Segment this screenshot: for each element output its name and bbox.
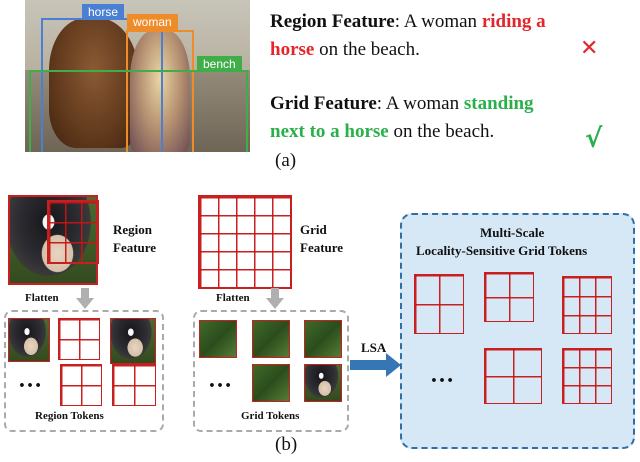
lsa-label: LSA	[361, 340, 387, 355]
region-feature-prefix: Region Feature	[270, 11, 395, 32]
region-token-3	[110, 318, 156, 364]
example-photo: horse woman bench	[25, 0, 250, 152]
grid-tokens-label: Grid Tokens	[241, 410, 300, 422]
grid-caption-highlight-2: next to a horse	[270, 121, 389, 142]
flatten-label-1: Flatten	[25, 292, 59, 304]
grid-tokens-container	[193, 310, 349, 432]
grid-feature-image	[198, 195, 292, 289]
multi-scale-title-1: Multi-Scale	[480, 225, 545, 240]
region-token-1	[8, 318, 50, 362]
bench-bbox-label: bench	[197, 56, 242, 72]
lsa-arrow	[350, 353, 401, 377]
region-token-4	[60, 364, 102, 406]
grid-tokens-ellipsis: …	[208, 367, 232, 393]
region-feature-label-2: Feature	[113, 240, 157, 255]
grid-feature-label-1: Grid	[300, 222, 327, 237]
grid-token-5	[304, 364, 342, 402]
bench-bbox	[29, 70, 248, 152]
region-feature-inner-grid	[47, 200, 99, 264]
region-caption-suffix: on the beach.	[314, 39, 420, 60]
region-caption-line1: Region Feature: A woman riding a	[270, 9, 546, 35]
ms-token-5	[562, 348, 612, 404]
region-tokens-label: Region Tokens	[35, 410, 104, 422]
grid-token-4	[252, 364, 290, 402]
flatten-arrow-1	[76, 288, 94, 309]
multi-scale-title-2: Locality-Sensitive Grid Tokens	[416, 243, 588, 258]
region-caption-highlight-2: horse	[270, 39, 315, 60]
subfigure-label-a: (a)	[275, 150, 297, 171]
ms-token-1	[414, 274, 464, 334]
ms-token-4	[484, 348, 542, 404]
region-caption-line2: horse on the beach.	[270, 37, 420, 63]
region-tokens-container	[4, 310, 164, 432]
grid-caption-text: : A woman	[376, 93, 464, 114]
ms-token-2	[484, 272, 534, 322]
region-caption-highlight-1: riding a	[481, 11, 546, 32]
grid-token-3	[304, 320, 342, 358]
photo-woman	[130, 30, 190, 152]
region-caption-text: : A woman	[394, 11, 482, 32]
grid-caption-line2: next to a horse on the beach.	[270, 119, 494, 145]
grid-token-2	[252, 320, 290, 358]
correct-mark: √	[585, 124, 603, 154]
grid-caption-line1: Grid Feature: A woman standing	[270, 91, 534, 117]
subfigure-label-b: (b)	[275, 434, 298, 455]
flatten-arrow-2	[266, 288, 284, 309]
grid-caption-highlight-1: standing	[463, 93, 534, 114]
woman-bbox	[126, 30, 194, 152]
region-token-2	[58, 318, 100, 360]
horse-bbox-label: horse	[82, 4, 125, 20]
grid-feature-label-2: Feature	[300, 240, 344, 255]
flatten-label-2: Flatten	[216, 292, 250, 304]
grid-token-1	[199, 320, 237, 358]
photo-horse	[49, 18, 139, 148]
wrong-mark: ✕	[580, 36, 599, 61]
woman-bbox-label: woman	[127, 14, 178, 30]
grid-feature-prefix: Grid Feature	[270, 93, 377, 114]
ms-token-3	[562, 276, 612, 334]
region-token-5	[112, 364, 156, 406]
ms-tokens-ellipsis: …	[430, 362, 454, 388]
region-tokens-ellipsis: …	[18, 367, 42, 393]
region-feature-label-1: Region	[113, 222, 152, 237]
grid-caption-suffix: on the beach.	[388, 121, 495, 142]
